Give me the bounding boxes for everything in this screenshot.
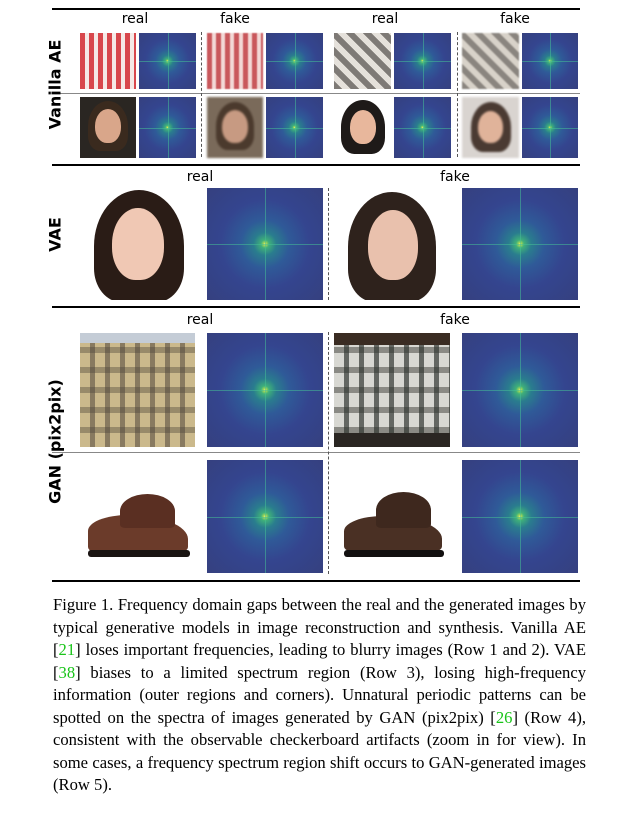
- caption-text: Frequency domain gaps between the real a…: [53, 595, 586, 659]
- rule-gan-mid: [52, 452, 580, 453]
- rule-top: [52, 8, 580, 10]
- spectrum-face-fake-2: [522, 97, 578, 158]
- image-vae-real: [80, 188, 195, 300]
- spectrum-knit-fake: [522, 33, 578, 89]
- spectrum-vae-fake: [462, 188, 578, 300]
- separator-dashed: [328, 332, 329, 574]
- separator-dashed: [328, 188, 329, 300]
- spectrum-shoe-fake: [462, 460, 578, 573]
- citation-link[interactable]: 38: [58, 662, 76, 682]
- spectrum-facade-real: [207, 333, 323, 447]
- caption-text: ] biases to a limited spectrum region (R…: [53, 662, 586, 727]
- header-vanilla-real-1: real: [121, 11, 149, 27]
- image-shoe-real: [80, 460, 195, 573]
- rule-vae-end: [52, 306, 580, 308]
- image-stripes-fake: [207, 33, 263, 89]
- spectrum-knit-real: [394, 33, 451, 89]
- spectrum-vae-real: [207, 188, 323, 300]
- rule-vanilla-mid: [52, 93, 580, 94]
- rule-bottom: [52, 580, 580, 582]
- header-vanilla-fake-1: fake: [220, 11, 250, 27]
- spectrum-stripes-fake: [266, 33, 323, 89]
- image-facade-real: [80, 333, 195, 447]
- image-knit-real: [334, 33, 391, 89]
- spectrum-shoe-real: [207, 460, 323, 573]
- header-vanilla-fake-2: fake: [500, 11, 530, 27]
- header-vae-real: real: [186, 169, 214, 185]
- image-face-fake-2: [462, 97, 519, 158]
- spectrum-face-real: [139, 97, 196, 158]
- row-label-vae: VAE: [45, 217, 65, 252]
- header-gan-real: real: [186, 312, 214, 328]
- image-vae-fake: [334, 188, 450, 300]
- header-vae-fake: fake: [440, 169, 470, 185]
- citation-link[interactable]: 26: [495, 707, 513, 727]
- row-label-vanilla-ae: Vanilla AE: [45, 39, 65, 130]
- image-face-real: [80, 97, 136, 158]
- image-stripes-real: [80, 33, 136, 89]
- image-face-fake: [207, 97, 263, 158]
- row-label-gan: GAN (pix2pix): [45, 379, 65, 504]
- image-face-real-2: [334, 97, 391, 158]
- spectrum-face-real-2: [394, 97, 451, 158]
- header-vanilla-real-2: real: [371, 11, 399, 27]
- image-shoe-fake: [334, 460, 450, 573]
- caption-text: ] (Row 4), consistent with the observabl…: [53, 707, 586, 795]
- caption-text: ] loses important frequencies, leading t…: [53, 640, 586, 682]
- spectrum-stripes-real: [139, 33, 196, 89]
- rule-vanilla-end: [52, 164, 580, 166]
- spectrum-facade-fake: [462, 333, 578, 447]
- figure-caption: Figure 1. Frequency domain gaps between …: [53, 594, 586, 797]
- separator-dashed: [201, 32, 202, 157]
- caption-label: Figure 1.: [53, 595, 114, 614]
- header-gan-fake: fake: [440, 312, 470, 328]
- citation-link[interactable]: 21: [58, 640, 76, 659]
- spectrum-face-fake: [266, 97, 323, 158]
- image-facade-fake: [334, 333, 450, 447]
- image-knit-fake: [462, 33, 519, 89]
- separator-dashed: [457, 32, 458, 157]
